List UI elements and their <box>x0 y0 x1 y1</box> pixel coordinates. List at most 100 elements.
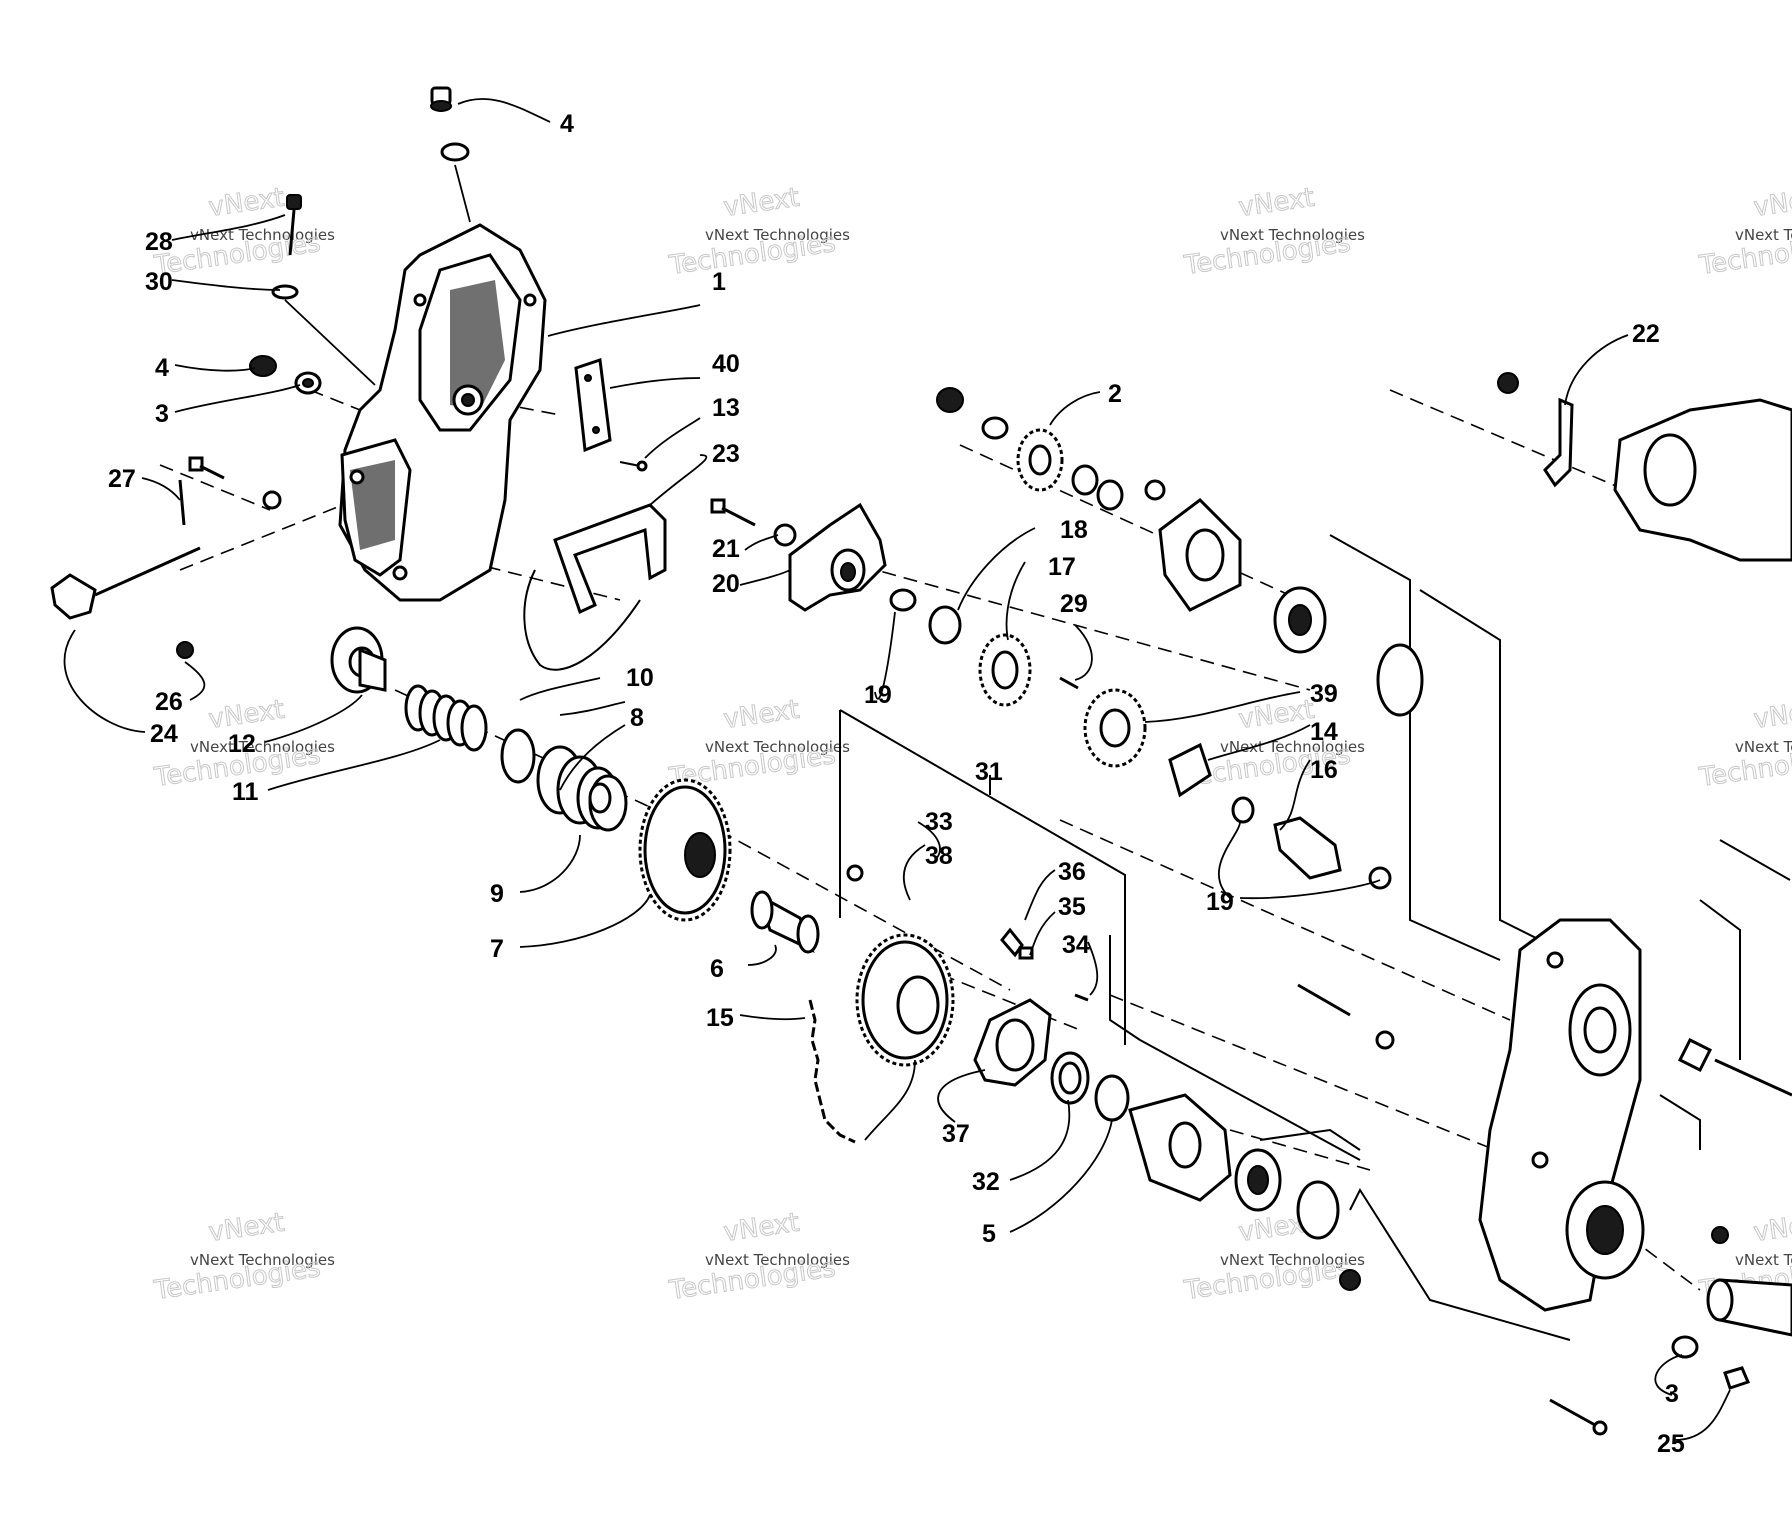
nut-4-left <box>249 355 322 395</box>
callout-40: 40 <box>712 350 740 378</box>
lever-shaft-24 <box>50 479 201 620</box>
callout-8: 8 <box>630 704 644 732</box>
svg-text:vNext Technologies: vNext Technologies <box>705 1251 850 1269</box>
svg-text:vNext Technologies: vNext Technologies <box>190 1251 335 1269</box>
watermark: vNext vNext Technologies Technologies <box>666 182 850 281</box>
svg-text:vNext: vNext <box>722 695 801 735</box>
callout-15: 15 <box>706 1004 734 1032</box>
callout-35: 35 <box>1058 893 1086 921</box>
sprocket-39 <box>1083 688 1147 768</box>
svg-text:vNext: vNext <box>1752 183 1792 223</box>
callout-36: 36 <box>1058 858 1086 886</box>
callout-31: 31 <box>975 758 1003 786</box>
bolt-lower <box>1549 1335 1751 1436</box>
callout-39: 39 <box>1310 680 1338 708</box>
sprocket-7 <box>638 778 732 922</box>
callout-5: 5 <box>982 1220 996 1248</box>
svg-text:vNext Technologies: vNext Technologies <box>1220 226 1365 244</box>
callout-16: 16 <box>1310 756 1338 784</box>
seal-5 <box>1094 1074 1130 1122</box>
svg-text:vNext: vNext <box>207 695 286 735</box>
svg-text:vNext Technologies: vNext Technologies <box>190 738 335 756</box>
callout-17: 17 <box>1048 553 1076 581</box>
svg-text:vNext Technologies: vNext Technologies <box>1735 1251 1792 1269</box>
watermark: vNext vNext Technologies Technologies <box>1696 182 1792 281</box>
shaft-16 <box>1273 816 1392 890</box>
callout-1: 1 <box>712 268 726 296</box>
callout-13: 13 <box>712 394 740 422</box>
flange-plate-upper <box>1144 479 1424 717</box>
needle-bearing-14 <box>1168 742 1212 798</box>
callout-30: 30 <box>145 268 173 296</box>
watermark: vNext vNext Technologies Technologies <box>666 1207 850 1306</box>
gearcase-housing <box>1478 918 1792 1337</box>
washer-19-upper <box>889 588 917 612</box>
svg-text:vNext Technologies: vNext Technologies <box>1220 738 1365 756</box>
nut-lower <box>1339 1226 1729 1291</box>
sprocket-2 <box>936 387 1124 511</box>
callout-27: 27 <box>108 465 136 493</box>
callout-2: 2 <box>1108 380 1122 408</box>
svg-text:vNext: vNext <box>207 183 286 223</box>
callout-19-lower: 19 <box>1206 888 1234 916</box>
callout-3-right: 3 <box>1665 1380 1679 1408</box>
callout-19-upper: 19 <box>864 681 892 709</box>
leader-lines <box>63 98 1731 1441</box>
bracket-31 <box>839 709 1126 1045</box>
watermark: vNext vNext Technologies Technologies <box>1696 694 1792 793</box>
callout-24: 24 <box>150 720 178 748</box>
callout-10: 10 <box>626 664 654 692</box>
svg-text:vNext Technologies: vNext Technologies <box>705 226 850 244</box>
chaincase-cover <box>338 223 547 602</box>
svg-text:vNext: vNext <box>1237 183 1316 223</box>
svg-text:vNext: vNext <box>722 183 801 223</box>
watermark: vNext vNext Technologies Technologies <box>151 182 335 281</box>
nut-26 <box>176 641 194 659</box>
svg-text:vNext Technologies: vNext Technologies <box>705 738 850 756</box>
callout-37: 37 <box>942 1120 970 1148</box>
chain-15 <box>808 999 856 1144</box>
hub-12 <box>330 626 387 694</box>
bracket-23 <box>553 503 667 615</box>
svg-text:vNext Technologies: vNext Technologies <box>1735 226 1792 244</box>
gasket-plate-40 <box>574 357 648 472</box>
fill-plug-4-top <box>430 86 471 223</box>
small-hardware-33-36 <box>846 864 1089 1002</box>
bearing-32 <box>1050 1051 1090 1105</box>
callout-21: 21 <box>712 535 740 563</box>
watermark: vNext vNext Technologies Technologies <box>666 694 850 793</box>
callout-4-top: 4 <box>560 110 574 138</box>
callout-28: 28 <box>145 228 173 256</box>
watermark: vNext vNext Technologies Technologies <box>1181 1207 1365 1306</box>
callout-22: 22 <box>1632 320 1660 348</box>
svg-text:vNext: vNext <box>1752 695 1792 735</box>
callout-4-left: 4 <box>155 354 169 382</box>
callout-12: 12 <box>228 730 256 758</box>
stud-mid <box>1297 983 1395 1050</box>
callout-32: 32 <box>972 1168 1000 1196</box>
bearing-housing <box>788 502 887 612</box>
bolt-21 <box>710 498 797 547</box>
callout-11: 11 <box>232 778 259 806</box>
callout-23: 23 <box>712 440 740 468</box>
washer-19-lower <box>1231 796 1255 824</box>
svg-text:vNext Technologies: vNext Technologies <box>1220 1251 1365 1269</box>
pinion-6 <box>750 890 820 954</box>
callout-29: 29 <box>1060 590 1088 618</box>
callout-6: 6 <box>710 955 724 983</box>
watermark: vNext vNext Technologies Technologies <box>1181 182 1365 281</box>
flange-plate-lower <box>1128 1093 1340 1240</box>
callout-3-left: 3 <box>155 400 169 428</box>
callout-25: 25 <box>1657 1430 1685 1458</box>
callout-7: 7 <box>490 935 504 963</box>
callout-26: 26 <box>155 688 183 716</box>
dipstick-28 <box>271 194 302 300</box>
pin-29 <box>1059 676 1079 690</box>
bolt-small-left <box>188 456 282 510</box>
bearing-9 <box>536 745 628 832</box>
svg-text:vNext: vNext <box>722 1208 801 1248</box>
brake-disc-37 <box>973 998 1052 1087</box>
sprocket-38 <box>855 933 955 1067</box>
callout-9: 9 <box>490 880 504 908</box>
